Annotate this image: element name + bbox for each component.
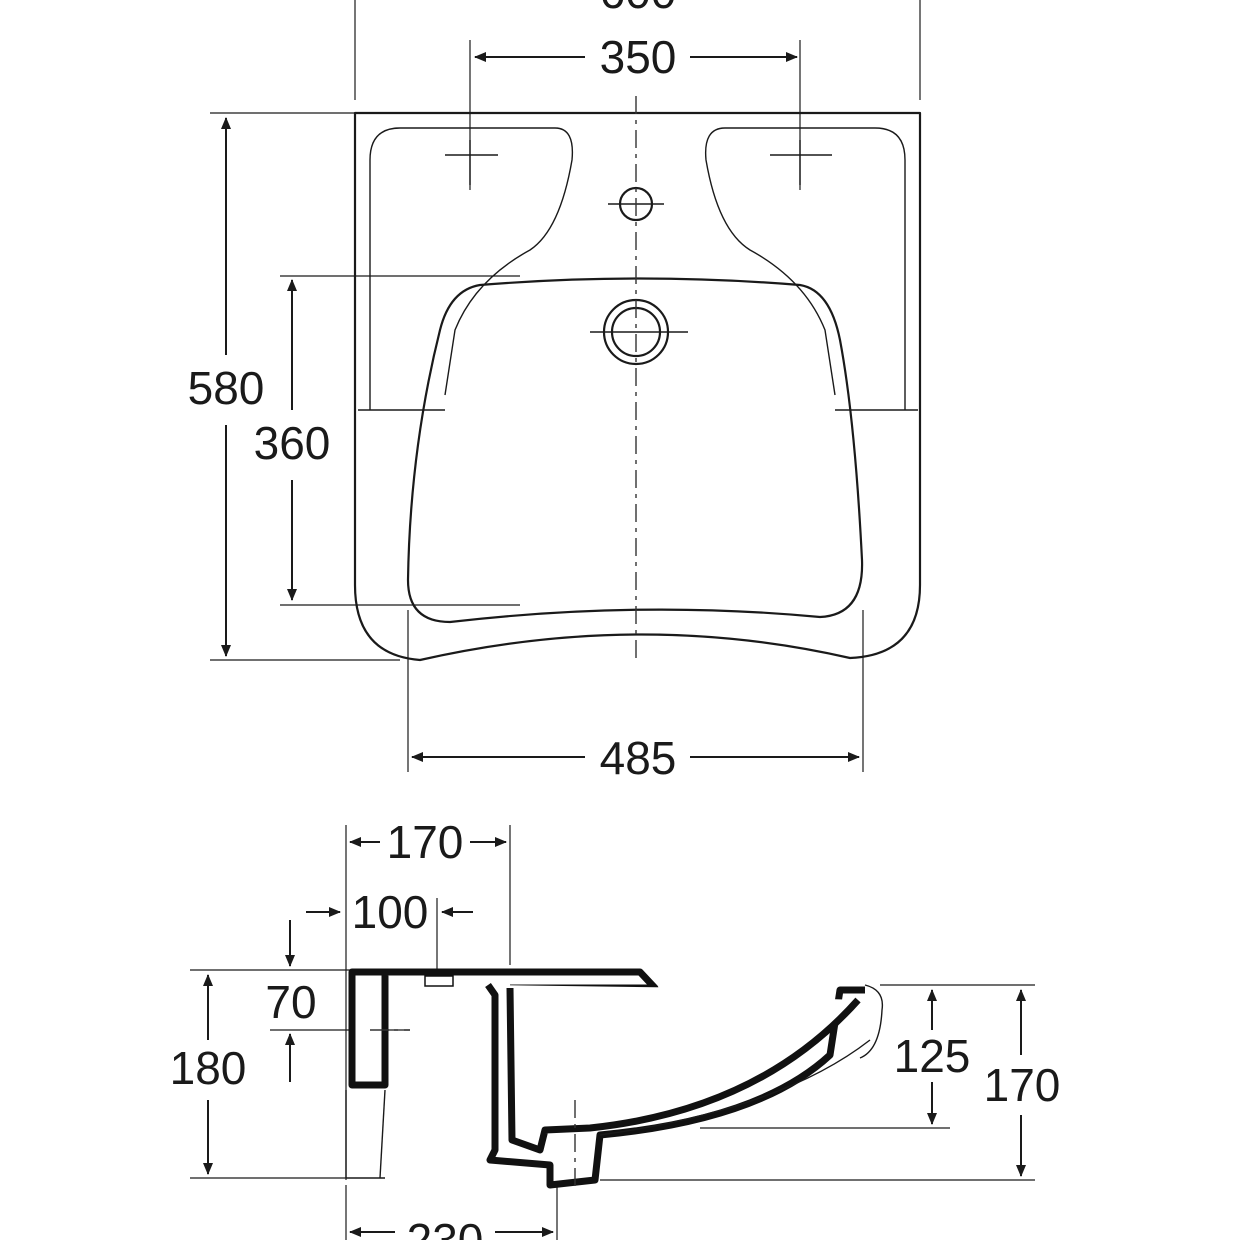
dim-overall-depth: 580	[188, 362, 265, 414]
dim-tap-spacing: 350	[600, 31, 677, 83]
bowl-outline	[406, 277, 864, 624]
dim-front-170: 170	[984, 1059, 1061, 1111]
dim-side-100: 100	[352, 886, 429, 938]
dim-front-125: 125	[894, 1030, 971, 1082]
section-view: 170 100 70 180 125 170 230	[170, 816, 1061, 1240]
dim-overall-width: 600	[600, 0, 677, 18]
dim-bottom-230: 230	[407, 1214, 484, 1240]
dim-rim-70: 70	[265, 976, 316, 1028]
dim-bowl-depth: 360	[254, 417, 331, 469]
wall-mount	[348, 968, 389, 1089]
dim-side-170-top: 170	[387, 816, 464, 868]
dim-overall-height: 180	[170, 1042, 247, 1094]
basin-outline	[353, 111, 922, 662]
dim-front-width: 485	[600, 732, 677, 784]
plan-view: 600 350 580 360 485	[188, 0, 922, 784]
